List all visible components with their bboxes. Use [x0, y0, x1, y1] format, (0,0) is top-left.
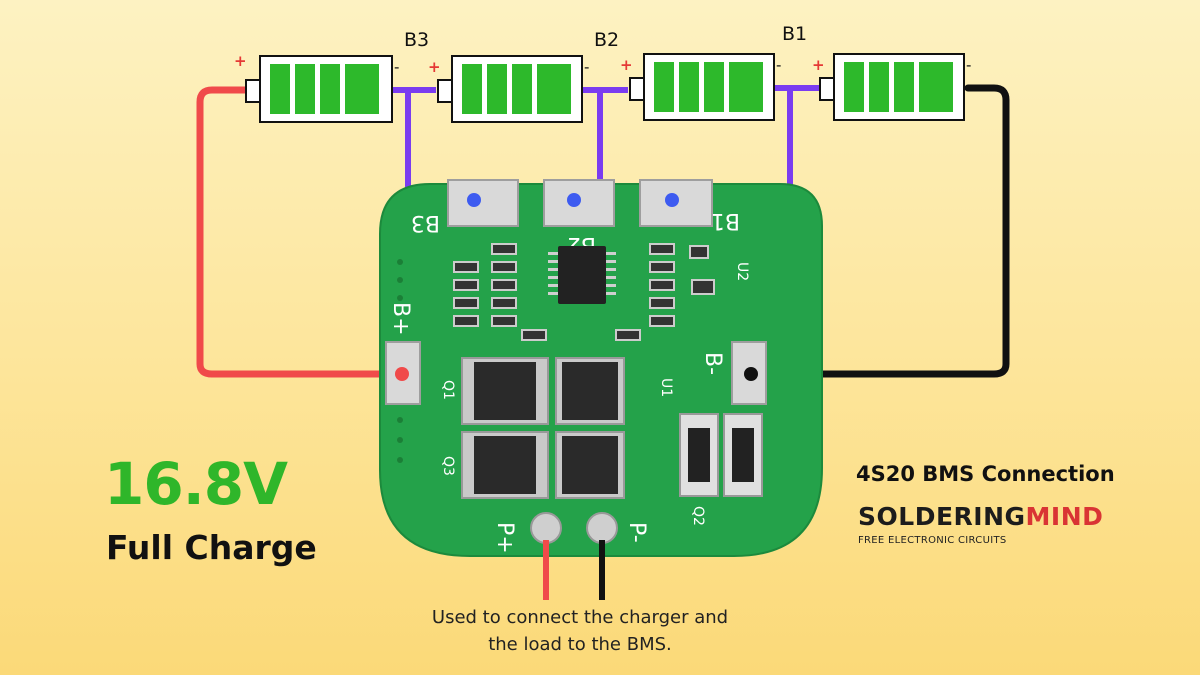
charge-state-label: Full Charge	[106, 528, 317, 567]
battery-cell-4: + -	[812, 53, 971, 121]
bms-pcb-board: B3 B2 B1 B+ B-	[379, 179, 823, 557]
pad-p-plus	[530, 512, 562, 544]
battery-cell-2: + -	[428, 55, 589, 123]
pad-b3	[447, 179, 519, 227]
pcb-text-q3: Q3	[440, 456, 456, 476]
label-b3: B3	[404, 29, 429, 51]
output-caption: Used to connect the charger and the load…	[400, 604, 760, 658]
shunt-resistors	[679, 413, 763, 497]
battery-cell-1: + -	[234, 52, 399, 123]
pcb-text-u2: U2	[734, 262, 750, 281]
pcb-text-q1: Q1	[440, 380, 456, 400]
pcb-text-b-plus: B+	[388, 302, 413, 336]
mosfet-q1	[461, 357, 549, 425]
caption-line-2: the load to the BMS.	[488, 634, 672, 655]
pcb-text-p-minus: P-	[624, 522, 649, 543]
protection-ic	[548, 246, 616, 304]
battery-cell-3: + -	[620, 53, 781, 121]
pcb-text-u1: U1	[658, 378, 674, 397]
label-b2: B2	[594, 29, 619, 51]
battery-1-minus-label: -	[394, 58, 399, 76]
brand-part-2: MIND	[1025, 502, 1104, 531]
mosfet-q2	[555, 357, 625, 425]
battery-3-plus-label: +	[620, 56, 633, 74]
mosfet-q4	[555, 431, 625, 499]
battery-4-minus-label: -	[966, 56, 971, 74]
smd-resistors-right	[615, 243, 715, 341]
mosfet-q3	[461, 431, 549, 499]
brand-part-1: SOLDERING	[858, 502, 1026, 531]
label-b1: B1	[782, 23, 807, 45]
smd-resistors-left	[453, 243, 547, 341]
brand-tagline: FREE ELECTRONIC CIRCUITS	[858, 535, 1007, 546]
caption-line-1: Used to connect the charger and	[431, 607, 729, 628]
pcb-text-b1: B1	[711, 208, 740, 233]
pcb-text-p-plus: P+	[492, 522, 517, 554]
pcb-text-b-minus: B-	[700, 352, 725, 375]
battery-2-minus-label: -	[584, 58, 589, 76]
battery-3-minus-label: -	[776, 56, 781, 74]
pad-p-minus	[586, 512, 618, 544]
battery-negative-wire	[747, 84, 1010, 378]
pcb-text-q2: Q2	[690, 506, 706, 526]
battery-positive-wire	[196, 86, 406, 378]
diagram-heading: 4S20 BMS Connection	[856, 462, 1115, 486]
pcb-text-b3: B3	[411, 210, 440, 235]
battery-1-plus-label: +	[234, 52, 247, 70]
brand-logo: SOLDERINGMIND	[858, 502, 1103, 531]
battery-4-plus-label: +	[812, 56, 825, 74]
pack-voltage: 16.8V	[104, 450, 288, 518]
battery-2-plus-label: +	[428, 58, 441, 76]
